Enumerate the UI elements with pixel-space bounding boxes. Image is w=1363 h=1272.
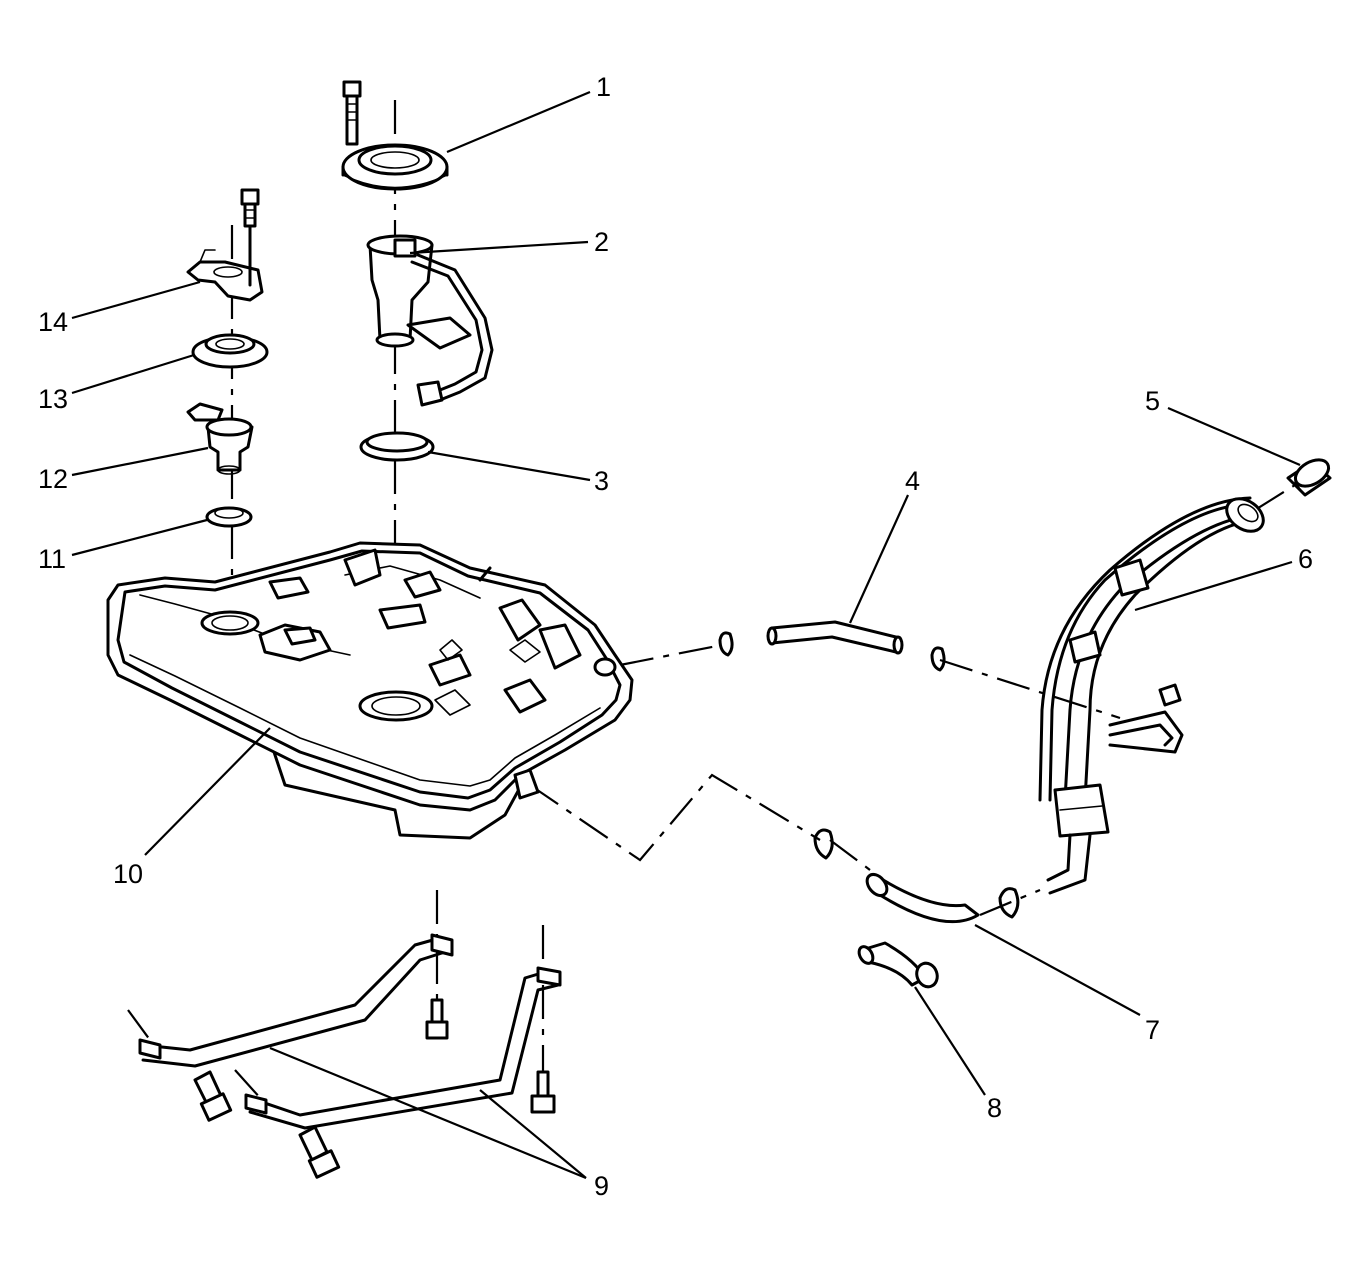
fill-hose-clamp-right: [998, 887, 1020, 919]
strap-bolt-4: [298, 1125, 341, 1179]
callout-6: 6: [1298, 544, 1313, 574]
callout-7: 7: [1145, 1015, 1160, 1045]
callout-9: 9: [594, 1171, 609, 1201]
tank-strap-front: [138, 933, 454, 1068]
strap-bolt-1: [425, 998, 449, 1040]
sender-seal: [205, 506, 253, 528]
fuel-filler-pipe: [1038, 496, 1265, 895]
tank-strap-rear: [244, 966, 562, 1130]
vapor-hose-clamp-right: [930, 646, 946, 672]
callout-labels: 1 2 3 4 5 6 7 8 9 10 11 12 13 14: [38, 72, 1313, 1201]
sender-bracket-bolt: [240, 188, 260, 287]
callout-2: 2: [594, 227, 609, 257]
vapor-hose-clamp-left: [718, 631, 734, 657]
strap-bolt-3: [193, 1070, 233, 1122]
callout-3: 3: [594, 466, 609, 496]
fuel-tank: [106, 541, 634, 840]
sender-lock-ring: [191, 333, 269, 369]
callout-10: 10: [113, 859, 143, 889]
fuel-pump-module: [366, 234, 494, 407]
strap-bolt-2: [530, 1070, 556, 1114]
pump-seal: [359, 431, 435, 462]
callout-5: 5: [1145, 386, 1160, 416]
fuel-fill-hose: [865, 872, 980, 924]
callout-1: 1: [596, 72, 611, 102]
lock-ring: [341, 143, 449, 191]
vent-hose: [857, 941, 939, 989]
sender-bracket: [186, 249, 264, 302]
callout-8: 8: [987, 1093, 1002, 1123]
lock-ring-bolt: [342, 80, 362, 146]
callout-12: 12: [38, 464, 68, 494]
callout-11: 11: [38, 544, 66, 574]
callout-14: 14: [38, 307, 68, 337]
leader-lines: [71, 90, 1301, 1180]
vapor-hose: [766, 620, 904, 655]
fuel-level-sender: [186, 402, 254, 475]
fill-hose-clamp-left: [813, 828, 834, 860]
fuel-cap: [1286, 458, 1332, 497]
callout-4: 4: [905, 466, 920, 496]
callout-13: 13: [38, 384, 68, 414]
